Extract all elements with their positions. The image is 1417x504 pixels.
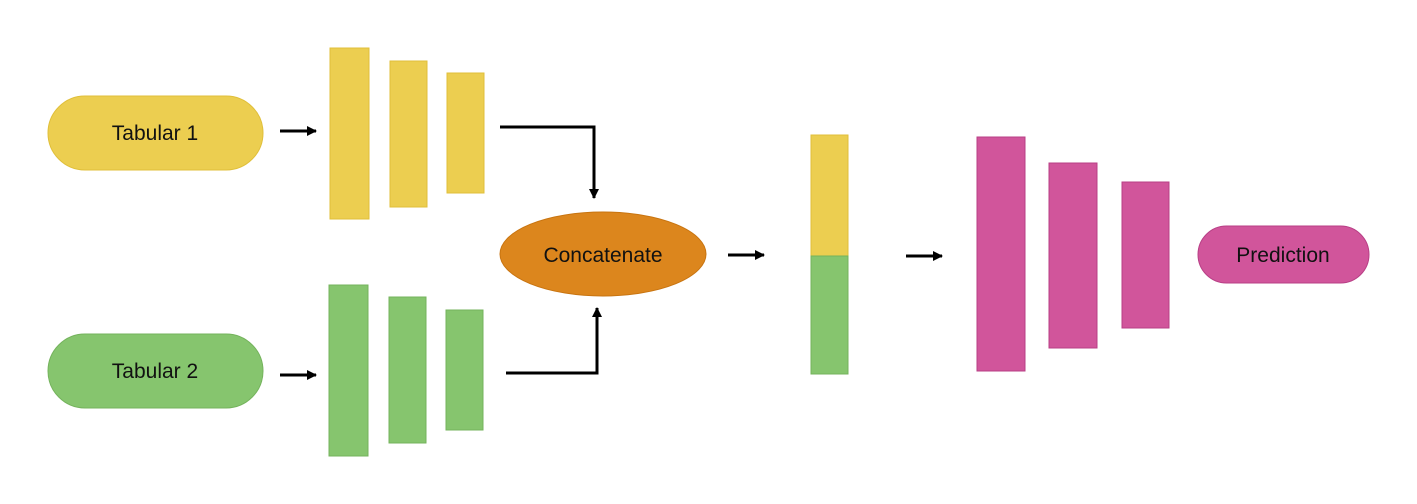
tabular-2-input-node: [47, 333, 264, 409]
tabular-2-label: Tabular 2: [112, 360, 198, 383]
concatenate-step: Concatenate: [499, 211, 765, 297]
tabular-2-encoder-layer-1: [328, 284, 369, 457]
tabular-2-encoder-layer-3: [445, 309, 484, 431]
input-branch-tabular-2: Tabular 2: [47, 284, 602, 457]
tabular-1-input-node: [47, 95, 264, 171]
input-branch-tabular-1: Tabular 1: [47, 47, 599, 220]
concatenated-vector-tabular-2-part: [810, 255, 849, 375]
prediction-label: Prediction: [1236, 244, 1329, 267]
concatenate-node: [499, 211, 707, 297]
tabular-1-encoder-layer-3: [446, 72, 485, 194]
prediction-output-node: [1197, 225, 1370, 284]
tabular-2-to-concatenate-arrow: [506, 307, 602, 375]
concatenated-vector: [810, 134, 943, 375]
head-layer-1: [976, 136, 1026, 372]
tabular-1-to-concatenate-arrow: [500, 125, 599, 199]
concatenate-label: Concatenate: [543, 244, 662, 267]
head-layer-3: [1121, 181, 1170, 329]
tabular-1-label: Tabular 1: [112, 122, 198, 145]
tabular-1-encoder-layer-1: [329, 47, 370, 220]
head-layer-2: [1048, 162, 1098, 349]
tabular-2-encoder-layer-2: [388, 296, 427, 444]
prediction-head: Prediction: [976, 136, 1370, 372]
concatenated-vector-tabular-1-part: [810, 134, 849, 257]
tabular-1-encoder-layer-2: [389, 60, 428, 208]
